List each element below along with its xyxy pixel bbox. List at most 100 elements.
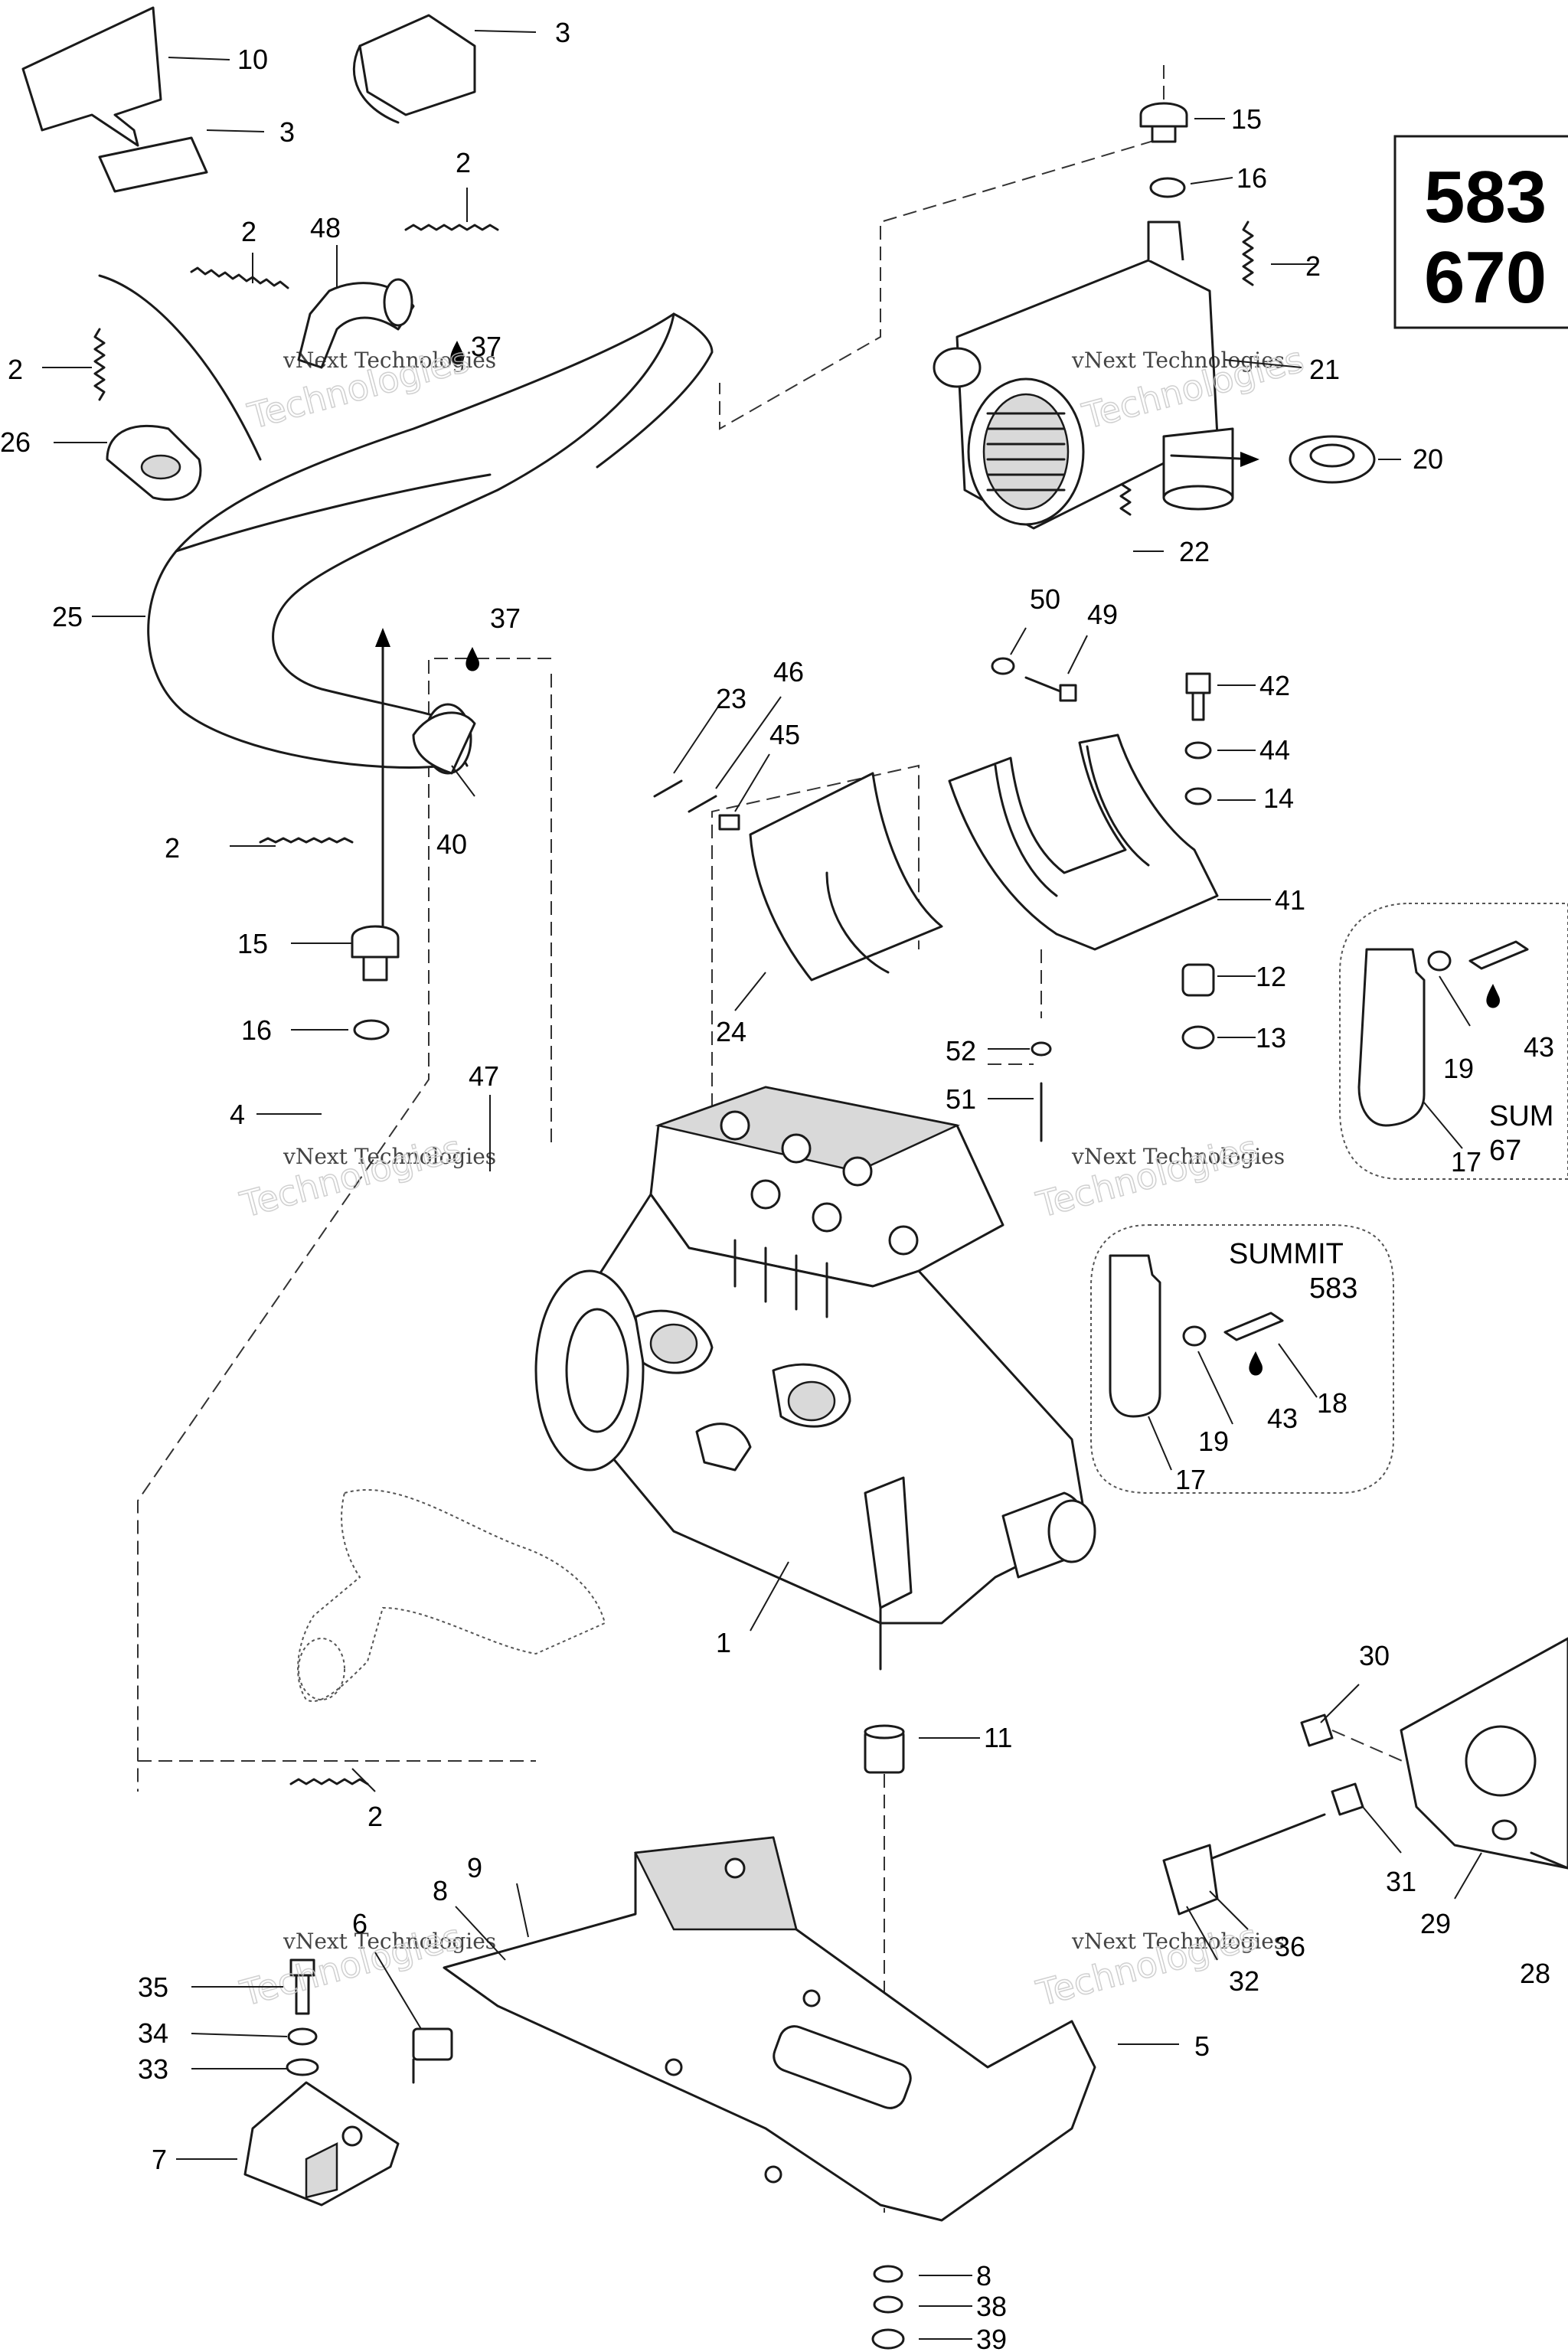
callout-19: 19 <box>1198 1426 1229 1457</box>
spring-icon <box>93 328 106 401</box>
callout-22: 22 <box>1179 536 1210 567</box>
callout-45: 45 <box>769 719 800 750</box>
bolt-set-bottom <box>871 2265 905 2350</box>
callout-35: 35 <box>138 1971 168 2003</box>
callout-33: 33 <box>138 2053 168 2085</box>
callout-50: 50 <box>1030 583 1060 615</box>
spring-icon <box>404 224 499 231</box>
assembly-arrows <box>98 274 1259 928</box>
callout-51: 51 <box>946 1083 976 1115</box>
callout-24: 24 <box>716 1016 746 1047</box>
callout-15: 15 <box>237 928 268 959</box>
callout-2: 2 <box>1305 250 1321 282</box>
adhesive-drop-icon <box>1249 1351 1263 1376</box>
callout-17: 17 <box>1175 1464 1206 1495</box>
callout-14: 14 <box>1263 782 1294 814</box>
callout-46: 46 <box>773 656 804 688</box>
callout-13: 13 <box>1256 1022 1286 1054</box>
spring-icon <box>190 266 289 289</box>
callout-28: 28 <box>1520 1958 1550 1989</box>
callout-leaders <box>42 30 1482 2340</box>
callout-36: 36 <box>1275 1931 1305 1962</box>
rear-mount-assembly <box>1162 1637 1568 1916</box>
muffler <box>933 220 1234 530</box>
callout-12: 12 <box>1256 961 1286 992</box>
callout-2: 2 <box>456 147 471 178</box>
callout-20: 20 <box>1413 443 1443 475</box>
callout-43: 43 <box>1524 1031 1554 1063</box>
callout-18: 18 <box>1317 1387 1348 1419</box>
mount-bracket <box>243 2081 400 2207</box>
adhesive-drop-icon <box>450 341 464 365</box>
pipe-outlet <box>412 711 476 775</box>
watermark-outline: Technologies <box>236 1127 466 1226</box>
watermark-text: vNext Technologies <box>1071 1929 1285 1954</box>
callout-47: 47 <box>469 1060 499 1092</box>
assembly-guide-lines <box>137 65 1455 2213</box>
callout-43: 43 <box>1267 1403 1298 1434</box>
callout-8: 8 <box>433 1875 448 1906</box>
callout-21: 21 <box>1309 354 1340 385</box>
adhesive-drop-icon <box>1486 984 1500 1008</box>
spacer <box>864 1724 905 1774</box>
callout-3: 3 <box>555 17 570 48</box>
watermark-text: vNext Technologies <box>283 1929 496 1954</box>
callout-17: 17 <box>1451 1146 1481 1178</box>
callout-labels: 10 3 3 2 48 2 37 2 26 25 37 40 2 15 16 4… <box>0 17 1554 2352</box>
model-583-label: 583 <box>1424 156 1547 238</box>
callout-38: 38 <box>976 2291 1007 2322</box>
small-hardware <box>106 102 1215 1142</box>
callout-26: 26 <box>0 426 31 458</box>
callout-42: 42 <box>1259 670 1290 701</box>
callout-48: 48 <box>310 212 341 243</box>
callout-25: 25 <box>52 601 83 632</box>
callout-31: 31 <box>1386 1866 1416 1897</box>
bolt-set-left <box>286 1958 319 2076</box>
spring-icon <box>289 1778 369 1785</box>
callout-16: 16 <box>241 1014 272 1046</box>
model-670-label: 670 <box>1424 237 1547 318</box>
callout-4: 4 <box>230 1099 245 1130</box>
callout-40: 40 <box>436 828 467 860</box>
callout-16: 16 <box>1236 162 1267 194</box>
engine-block <box>534 1086 1096 1671</box>
callout-5: 5 <box>1194 2030 1210 2062</box>
engine-mount-plate <box>443 1836 1096 2222</box>
summit-670-model: 67 <box>1489 1135 1521 1167</box>
watermark-text: vNext Technologies <box>1071 348 1285 373</box>
callout-39: 39 <box>976 2324 1007 2352</box>
callout-2: 2 <box>165 832 180 864</box>
callout-10: 10 <box>237 44 268 75</box>
callout-2: 2 <box>8 354 23 385</box>
summit-670-title: SUM <box>1489 1100 1553 1132</box>
summit-583-inset: SUMMIT 583 <box>1090 1224 1394 1494</box>
callout-19: 19 <box>1443 1053 1474 1084</box>
callout-29: 29 <box>1420 1908 1451 1939</box>
model-number-box: 583 670 <box>1393 135 1568 329</box>
callout-37: 37 <box>490 603 521 634</box>
callout-44: 44 <box>1259 734 1290 766</box>
callout-23: 23 <box>716 683 746 714</box>
callout-1: 1 <box>716 1627 731 1658</box>
callout-15: 15 <box>1231 103 1262 135</box>
pipe-bracket <box>948 733 1219 951</box>
callout-52: 52 <box>946 1035 976 1067</box>
summit-583-model: 583 <box>1309 1272 1357 1305</box>
exhaust-elbow <box>297 278 415 369</box>
watermark-text: vNext Technologies <box>283 1144 496 1169</box>
callout-8: 8 <box>976 2260 991 2292</box>
exhaust-shield <box>749 772 943 982</box>
callout-11: 11 <box>984 1722 1012 1753</box>
callout-7: 7 <box>152 2144 167 2175</box>
spring-icon <box>259 837 354 844</box>
callout-41: 41 <box>1275 884 1305 916</box>
watermark-text: vNext Technologies <box>283 348 496 373</box>
callout-2: 2 <box>241 216 256 247</box>
spring-icon <box>1242 220 1254 286</box>
adhesive-drop-icon <box>466 647 479 671</box>
watermark-text: vNext Technologies <box>1071 1144 1285 1169</box>
summit-670-inset: SUM 67 <box>1339 903 1568 1180</box>
callout-3: 3 <box>279 116 295 148</box>
callout-30: 30 <box>1359 1640 1390 1671</box>
